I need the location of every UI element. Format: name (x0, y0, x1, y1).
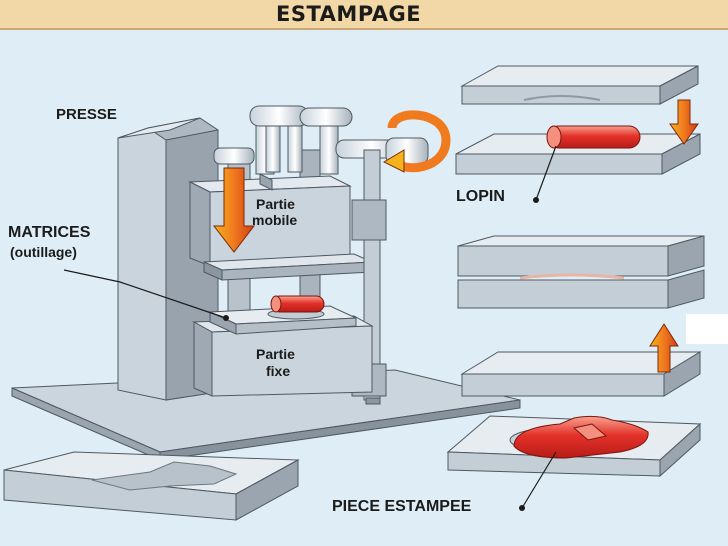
label-partie-mobile-1: Partie (256, 196, 295, 212)
label-piece-estampee: PIECE ESTAMPEE (332, 498, 472, 515)
label-partie-mobile-2: mobile (252, 212, 298, 228)
step-closed-dies (457, 235, 705, 309)
label-partie-fixe-2: fixe (266, 363, 291, 379)
rotation-arrow-icon (382, 110, 451, 173)
down-arrow-icon (669, 99, 699, 145)
label-presse: PRESSE (56, 106, 117, 123)
step-open-dies (455, 65, 701, 175)
up-arrow-icon (649, 323, 679, 373)
stamped-part-icon (513, 415, 649, 459)
label-lopin: LOPIN (456, 188, 505, 205)
press (11, 105, 521, 461)
down-arrow-icon (212, 167, 256, 253)
label-matrices: MATRICES (8, 224, 91, 241)
billet-icon (546, 125, 641, 149)
white-patch (686, 314, 728, 344)
billet-on-press (270, 295, 325, 313)
title-bar (0, 0, 728, 28)
die-insert (3, 451, 300, 521)
label-outillage: (outillage) (10, 244, 77, 260)
page-title: ESTAMPAGE (276, 2, 422, 26)
step-die-lifting (460, 351, 702, 397)
label-partie-fixe-1: Partie (256, 346, 295, 362)
